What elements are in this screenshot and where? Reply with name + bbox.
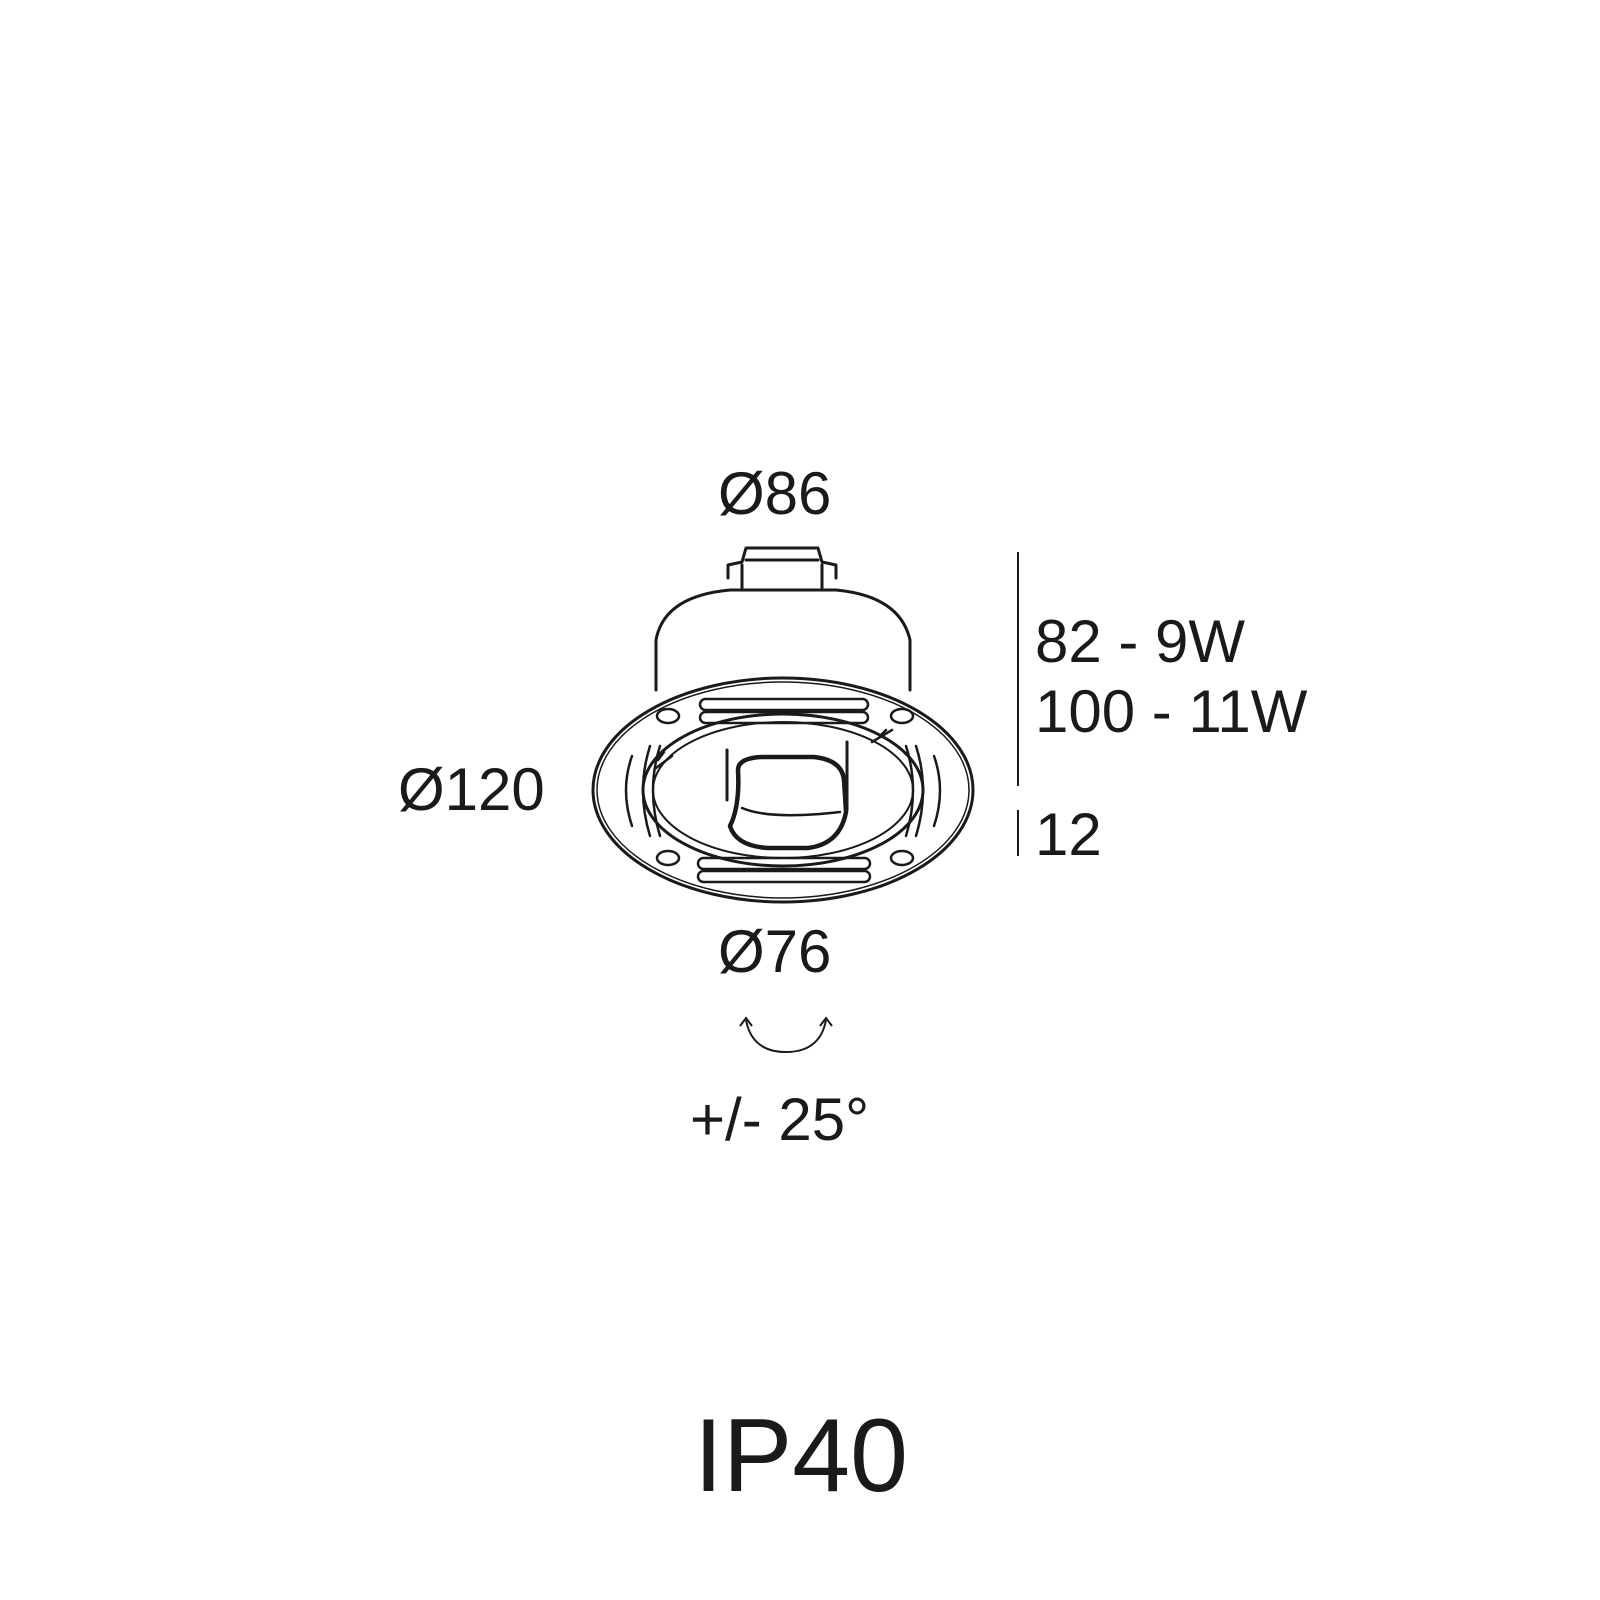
spring-clips bbox=[654, 728, 894, 770]
thickness-dimension-line bbox=[1017, 810, 1019, 856]
height-9w-label: 82 - 9W bbox=[1035, 608, 1246, 675]
flange-thickness-label: 12 bbox=[1035, 801, 1102, 868]
flange-diameter-label: Ø120 bbox=[398, 756, 545, 823]
tilt-angle-label: +/- 25° bbox=[690, 1086, 870, 1153]
top-connector bbox=[726, 546, 838, 590]
screw-holes bbox=[655, 707, 915, 867]
flange-slots bbox=[624, 697, 942, 884]
top-diameter-label: Ø86 bbox=[718, 460, 832, 527]
driver-housing bbox=[654, 588, 912, 692]
adjustable-spot bbox=[725, 740, 849, 851]
tilt-arrow-icon bbox=[739, 1016, 833, 1054]
height-11w-label: 100 - 11W bbox=[1035, 678, 1308, 745]
height-dimension-line bbox=[1017, 552, 1019, 786]
cutout-diameter-label: Ø76 bbox=[718, 918, 832, 985]
protection-rating: IP40 bbox=[694, 1398, 908, 1514]
